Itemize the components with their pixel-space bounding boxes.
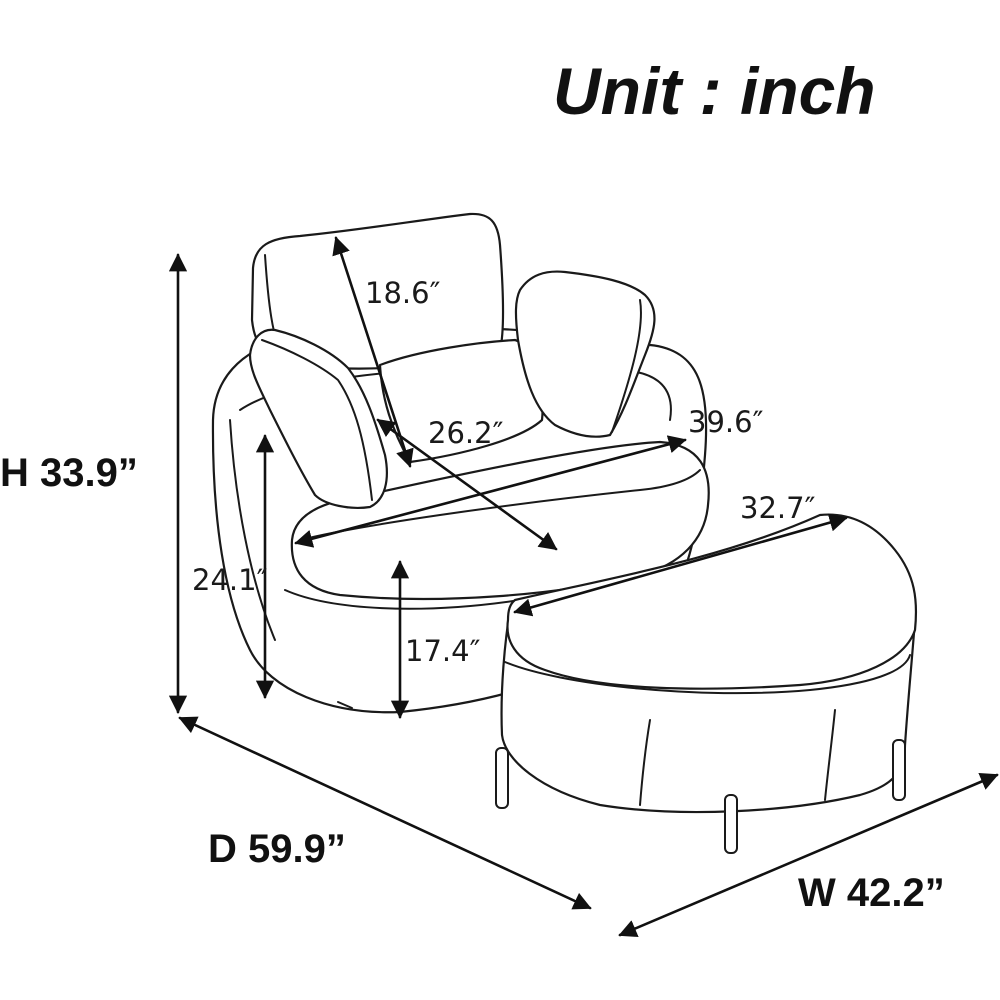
right-pillow [514,270,656,438]
chair-base-seam [284,589,521,610]
seat-width-arrow [294,435,687,548]
seat-height-label: 17.4″ [405,634,481,668]
depth-arrow [178,716,592,910]
overall-depth-label: D 59.9” [208,827,346,871]
ottoman-leg-right [892,739,906,801]
overall-height-label: H 33.9” [0,451,138,495]
ottoman-piping [504,654,911,695]
seat-width-label: 39.6″ [688,405,764,439]
seat-depth-label: 26.2″ [428,416,504,450]
chair-foot [337,701,353,709]
unit-label: Unit : inch [553,54,876,128]
labels: Unit : inch H 33.9” D 59.9” W 42.2” 18.6… [0,54,945,915]
ottoman-width-label: 32.7″ [740,491,816,525]
back-pillow-height-label: 18.6″ [365,276,441,310]
ottoman-width-arrow [513,513,848,617]
right-pillow-gusset [611,299,642,433]
ottoman-leg-front [724,794,738,854]
width-arrow [618,773,999,937]
ottoman-leg-left [495,747,509,809]
arm-height-label: 24.1″ [192,563,268,597]
dimension-lines [168,236,999,937]
overall-width-label: W 42.2” [798,871,945,915]
